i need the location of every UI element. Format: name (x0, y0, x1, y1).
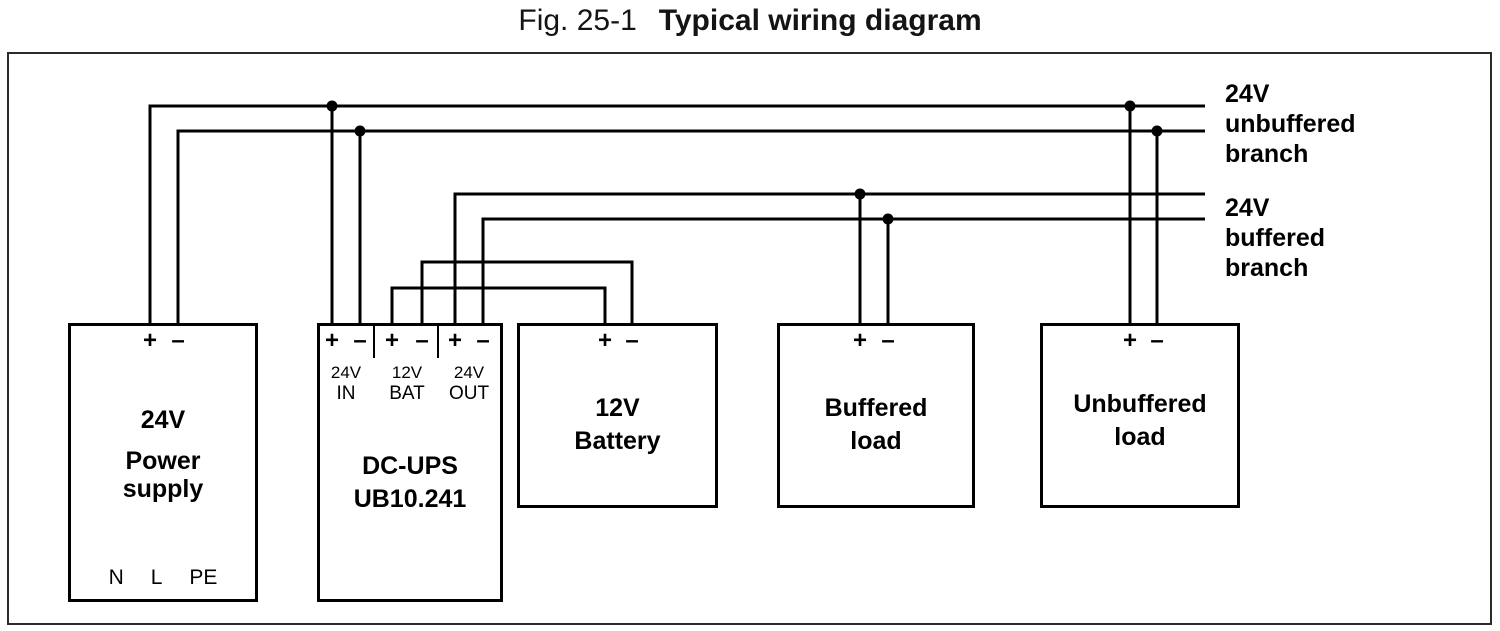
battery-minus-terminal: – (625, 327, 639, 354)
junction-dot (354, 125, 366, 137)
junction-dot (854, 188, 866, 200)
unbuffered-load-box: + – Unbuffered load (1040, 323, 1240, 508)
figure-title: Fig. 25-1 Typical wiring diagram (0, 4, 1500, 38)
dcups-in-voltage: 24V (330, 363, 362, 382)
buffered-load-box: + – Buffered load (777, 323, 975, 508)
unbuffered-branch-label-line3: branch (1225, 140, 1309, 168)
wire-buffered-minus-rail (481, 217, 1205, 323)
dcups-out-minus-terminal: – (476, 327, 490, 354)
battery-name-line2: Battery (574, 427, 661, 455)
buffered-branch-label-line1: 24V (1225, 194, 1270, 222)
figure-number: Fig. 25-1 (518, 4, 637, 37)
wire-battery-minus (420, 260, 634, 323)
terminal-n: N (108, 566, 124, 589)
wire-buffered-plus-rail (453, 192, 1205, 323)
dcups-out-voltage: 24V (453, 363, 485, 382)
unbuffered-branch-label-line2: unbuffered (1225, 110, 1356, 138)
unbuffered-load-plus-terminal: + (1122, 327, 1138, 354)
diagram-border (7, 52, 1492, 625)
dcups-in-minus-terminal: – (353, 327, 367, 354)
power-supply-plus-terminal: + (142, 327, 158, 354)
dcups-bat-plus-terminal: + (384, 327, 400, 354)
wire-powersupply-plus-rail (148, 104, 1205, 323)
buffered-load-minus-terminal: – (881, 327, 895, 354)
junction-dot (1124, 100, 1136, 112)
dcups-bat-minus-terminal: – (415, 327, 429, 354)
dc-ups-box: + – + – + – 24V 12V 24V IN BAT OUT DC-UP… (317, 323, 503, 602)
dc-ups-name-line1: DC-UPS (362, 452, 458, 480)
buffered-load-name-line2: load (850, 427, 902, 455)
power-supply-name-line2: supply (122, 475, 204, 503)
power-supply-minus-terminal: – (171, 327, 185, 354)
dc-ups-name: DC-UPS UB10.241 (320, 450, 500, 516)
power-supply-box: + – 24V Power supply N L PE (68, 323, 258, 602)
wire-powersupply-minus-rail (176, 129, 1205, 323)
junction-dot (882, 213, 894, 225)
dcups-out-plus-terminal: + (447, 327, 463, 354)
dcups-in-label: IN (336, 383, 356, 404)
terminal-pe: PE (189, 566, 218, 589)
unbuffered-load-name: Unbuffered load (1043, 388, 1237, 454)
dcups-in-plus-terminal: + (324, 327, 340, 354)
battery-name-line1: 12V (595, 394, 640, 422)
dcups-bat-label: BAT (389, 383, 425, 404)
unbuffered-load-name-line2: load (1114, 423, 1166, 451)
terminal-divider (437, 326, 439, 358)
figure-caption: Typical wiring diagram (658, 4, 982, 37)
terminal-divider (373, 326, 375, 358)
junction-dot (326, 100, 338, 112)
unbuffered-load-minus-terminal: – (1150, 327, 1164, 354)
buffered-branch-label-line3: branch (1225, 254, 1309, 282)
dcups-bat-voltage: 12V (391, 363, 423, 382)
unbuffered-load-name-line1: Unbuffered (1073, 390, 1207, 418)
wire-battery-plus (390, 286, 607, 323)
dcups-out-label: OUT (448, 383, 490, 404)
battery-box: + – 12V Battery (517, 323, 718, 508)
buffered-load-name-line1: Buffered (824, 394, 928, 422)
power-supply-mains-terminals: N L PE (71, 566, 255, 590)
power-supply-name: Power supply (71, 447, 255, 503)
buffered-branch-label-line2: buffered (1225, 224, 1325, 252)
battery-plus-terminal: + (597, 327, 613, 354)
buffered-branch-label: 24V buffered branch (1225, 193, 1325, 283)
dc-ups-name-line2: UB10.241 (353, 485, 467, 513)
unbuffered-branch-label: 24V unbuffered branch (1225, 79, 1356, 169)
junction-dot (1151, 125, 1163, 137)
battery-name: 12V Battery (520, 392, 715, 458)
terminal-l: L (150, 566, 163, 589)
power-supply-name-line1: Power (125, 447, 201, 475)
power-supply-voltage: 24V (140, 406, 186, 434)
unbuffered-branch-label-line1: 24V (1225, 80, 1270, 108)
buffered-load-name: Buffered load (780, 392, 972, 458)
buffered-load-plus-terminal: + (852, 327, 868, 354)
